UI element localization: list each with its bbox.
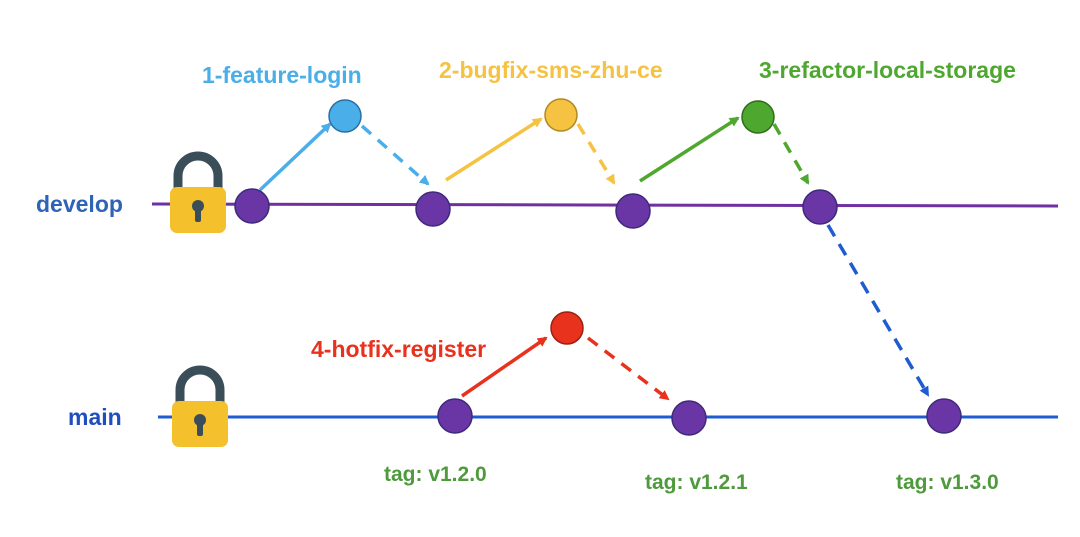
refactor-branch-arrow	[639, 116, 740, 183]
develop-lock-icon	[170, 151, 226, 233]
develop-commit	[802, 189, 838, 225]
bugfix-branch-arrow	[445, 117, 543, 182]
hotfix-commit	[550, 311, 584, 345]
tag-label: tag: v1.2.1	[645, 471, 748, 494]
develop-branch-line	[151, 202, 1059, 208]
refactor-commit	[741, 100, 775, 134]
hotfix-merge-arrow	[586, 336, 670, 401]
refactor-label: 3-refactor-local-storage	[759, 57, 1016, 83]
tag-label: tag: v1.3.0	[896, 471, 999, 494]
bugfix-commit	[544, 98, 578, 132]
main-branch-label: main	[68, 404, 122, 430]
main-commit	[671, 400, 707, 436]
feature-login-label: 1-feature-login	[202, 62, 362, 88]
release-merge-arrow	[826, 224, 930, 397]
develop-commit	[234, 188, 270, 224]
bugfix-label: 2-bugfix-sms-zhu-ce	[439, 57, 663, 83]
main-commit	[437, 398, 473, 434]
main-lock-icon	[172, 365, 228, 447]
feature-login-commit	[328, 99, 362, 133]
develop-commit	[415, 191, 451, 227]
hotfix-branch-arrow	[461, 336, 548, 398]
bugfix-merge-arrow	[576, 123, 616, 185]
refactor-merge-arrow	[772, 123, 810, 185]
develop-commit	[615, 193, 651, 229]
tag-label: tag: v1.2.0	[384, 463, 487, 486]
feature-login-merge-arrow	[360, 124, 430, 186]
main-commit	[926, 398, 962, 434]
develop-branch-label: develop	[36, 191, 123, 217]
hotfix-label: 4-hotfix-register	[311, 336, 486, 362]
feature-login-branch-arrow	[258, 122, 332, 192]
